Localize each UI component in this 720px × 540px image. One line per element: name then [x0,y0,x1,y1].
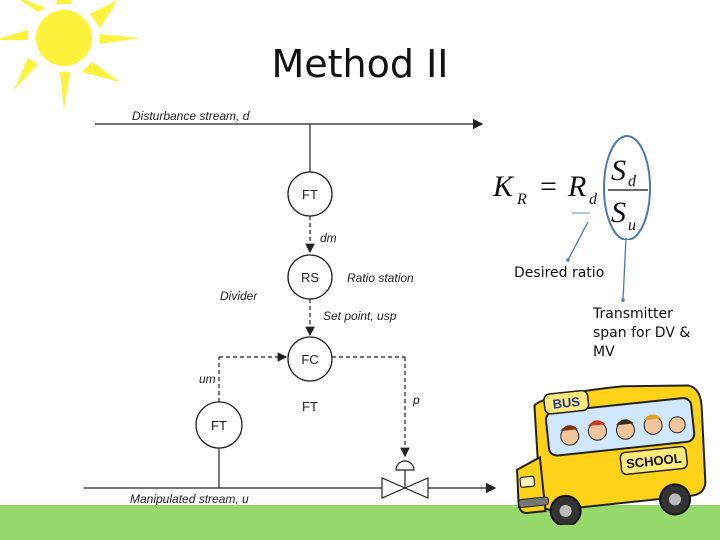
eq-rd: R [567,170,586,203]
bus-sign: BUS [552,394,581,412]
school-sign: SCHOOL [625,451,682,472]
ratio-station-label: Ratio station [347,271,414,285]
setpoint-label: Set point, usp [323,309,397,323]
desired-ratio-note: Desired ratio [514,265,605,281]
rs-label: RS [301,270,319,285]
eq-rd-sub: d [589,191,598,208]
dm-label: dm [320,231,337,245]
eq-k-sub: R [516,191,527,208]
eq-k: K [492,170,515,203]
eq-num: S [611,154,626,187]
span-highlight-ellipse [603,135,651,240]
divider-label: Divider [220,289,258,303]
eq-den: S [611,196,626,229]
flow-controller [287,336,333,382]
slide-title: Method II [271,42,449,86]
ft-under-fc-label: FT [302,399,318,414]
fc-label: FC [301,352,318,367]
sun-icon [0,0,140,110]
ground-strip [0,505,720,540]
ratio-equation: K R = R d S d S u [492,135,651,240]
school-bus-icon: BUS SCHOOL [516,384,707,525]
transmitter-span-note: Transmitter span for DV & MV [593,306,691,360]
eq-num-sub: d [628,173,637,190]
ft-top-label: FT [302,187,318,202]
manipulated-stream-label: Manipulated stream, u [130,492,249,506]
p-label: p [412,393,420,407]
ft-bottom-label: FT [211,418,227,433]
um-label: um [199,372,216,386]
disturbance-stream-label: Disturbance stream, d [132,109,250,123]
eq-equals: = [540,170,557,203]
eq-den-sub: u [628,217,636,234]
